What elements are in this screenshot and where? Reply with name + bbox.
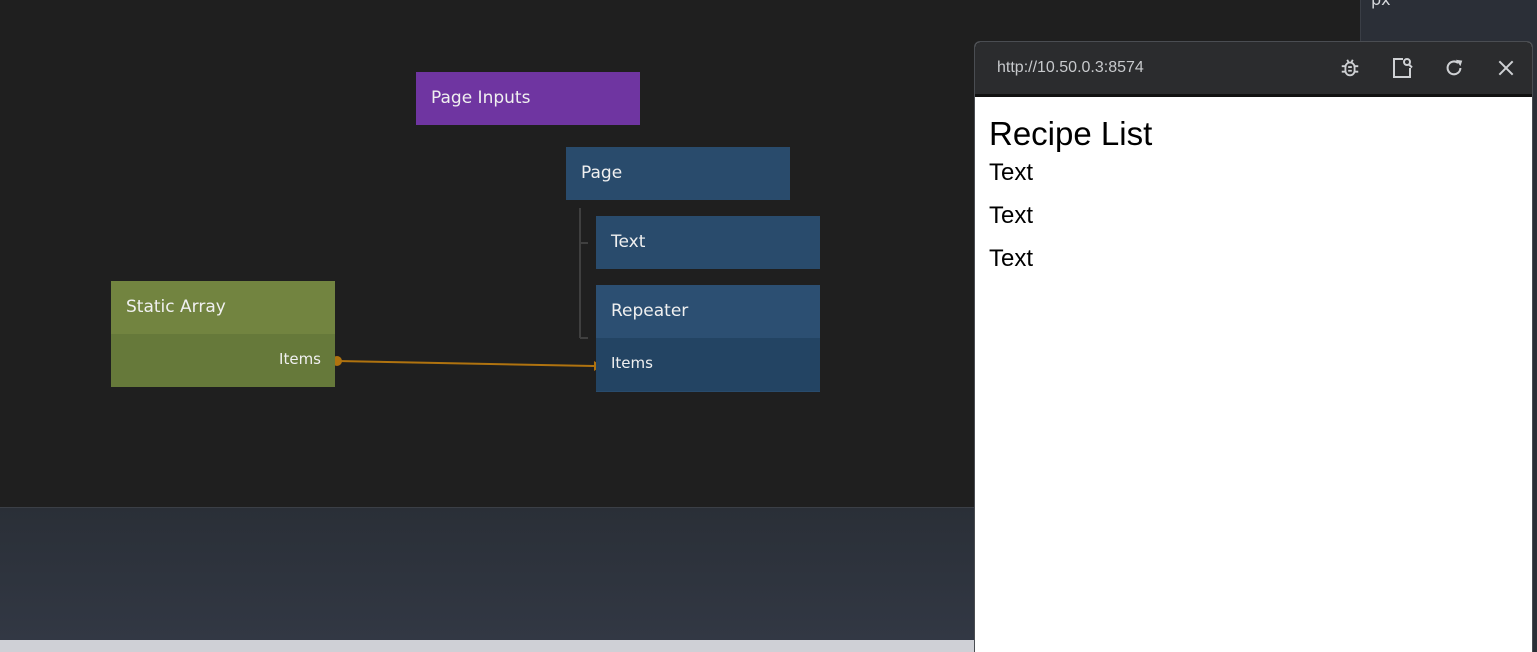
close-icon <box>1498 60 1514 76</box>
debug-button[interactable] <box>1324 42 1376 94</box>
node-graph-canvas[interactable]: Page Inputs Page Text Repeater Items Sta… <box>0 0 975 507</box>
recipe-list-heading: Recipe List <box>989 115 1153 152</box>
node-title: Static Array <box>111 281 335 334</box>
list-item: Text <box>989 245 1034 272</box>
node-text[interactable]: Text <box>596 216 820 269</box>
preview-toolbar-icons <box>1324 42 1532 94</box>
node-static-array[interactable]: Static Array Items <box>111 281 335 387</box>
node-title: Page <box>581 163 623 183</box>
connection-items[interactable] <box>336 360 595 367</box>
node-title: Text <box>611 232 646 252</box>
preview-content: Recipe List Text Text Text <box>975 97 1532 302</box>
refresh-icon <box>1446 59 1463 76</box>
preview-url: http://10.50.0.3:8574 <box>997 59 1144 76</box>
list-item: Text <box>989 202 1034 229</box>
close-button[interactable] <box>1480 42 1532 94</box>
list-item: Text <box>989 159 1034 186</box>
node-title: Page Inputs <box>431 88 531 108</box>
inspect-button[interactable] <box>1376 42 1428 94</box>
node-repeater[interactable]: Repeater Items <box>596 285 820 392</box>
inspect-icon <box>1393 58 1413 78</box>
node-page-inputs[interactable]: Page Inputs <box>416 72 640 125</box>
bug-icon <box>1341 59 1359 77</box>
node-title: Repeater <box>596 285 820 338</box>
bottom-strip <box>0 640 975 652</box>
preview-window: http://10.50.0.3:8574 <box>974 41 1533 652</box>
output-port-items[interactable]: Items <box>111 334 335 387</box>
node-page[interactable]: Page <box>566 147 790 200</box>
refresh-button[interactable] <box>1428 42 1480 94</box>
input-port-items[interactable]: Items <box>596 338 820 391</box>
unit-label: px <box>1371 0 1391 9</box>
preview-toolbar: http://10.50.0.3:8574 <box>975 42 1532 97</box>
bottom-panel <box>0 507 975 641</box>
